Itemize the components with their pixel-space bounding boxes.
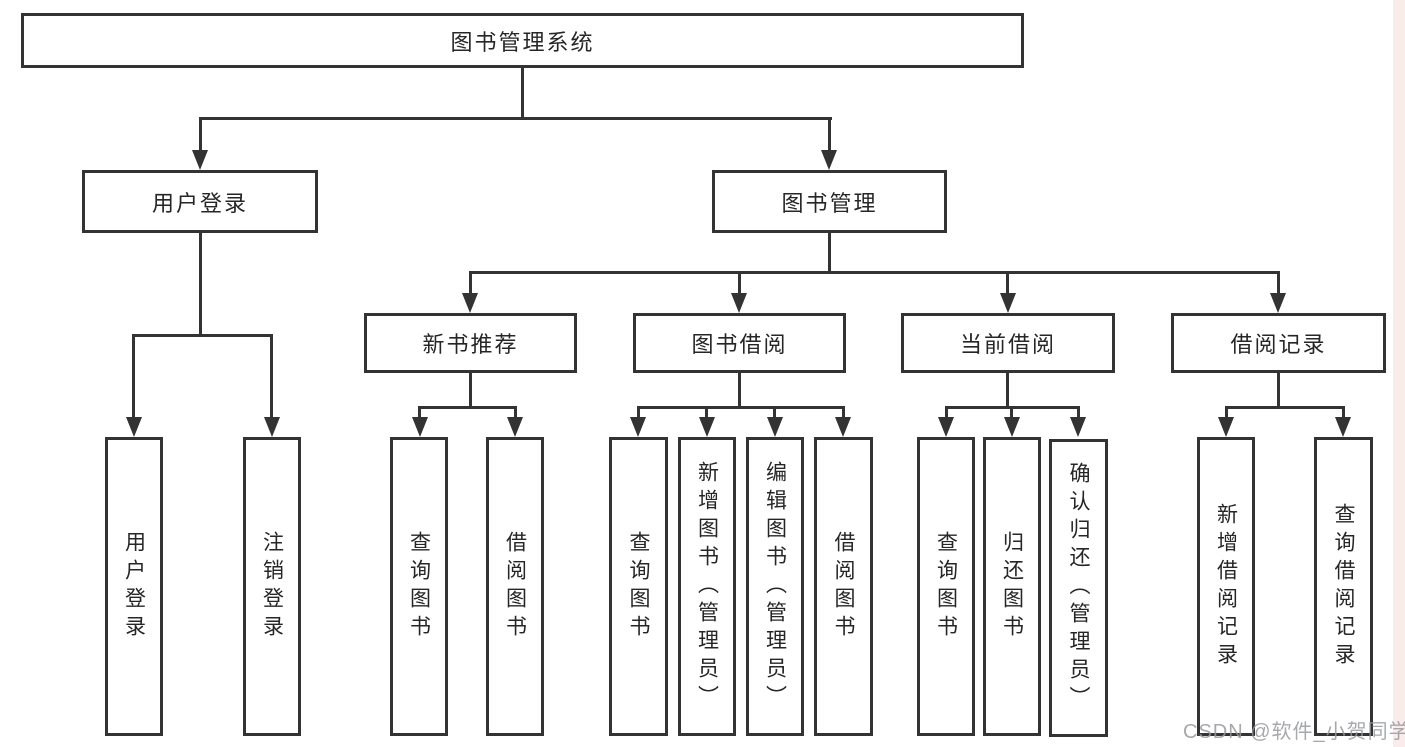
connector-line	[738, 271, 741, 293]
connector-line	[199, 117, 832, 120]
connector-line	[637, 406, 640, 417]
csdn-watermark: CSDN @软件_小贺同学	[1183, 721, 1405, 743]
connector-line	[1277, 271, 1280, 293]
leaf-user-login: 用户登录	[105, 437, 163, 736]
connector-line	[738, 373, 741, 409]
node-label: 用户登录	[151, 190, 248, 216]
leaf-confirm-return-admin: 确认归还（管理员）	[1049, 439, 1108, 737]
arrowhead-down-icon	[1000, 293, 1016, 313]
node-new-book-recommend: 新书推荐	[364, 313, 577, 373]
node-current-borrowing: 当前借阅	[901, 313, 1115, 373]
connector-line	[1225, 406, 1344, 409]
connector-line	[514, 406, 517, 417]
node-book-borrowing: 图书借阅	[633, 313, 846, 373]
connector-line	[521, 68, 524, 120]
node-label: 借阅图书	[503, 530, 527, 643]
arrowhead-down-icon	[731, 293, 747, 313]
arrowhead-down-icon	[126, 417, 142, 437]
connector-line	[199, 233, 202, 337]
arrowhead-down-icon	[264, 417, 280, 437]
connector-line	[637, 406, 844, 409]
arrowhead-down-icon	[1070, 417, 1086, 437]
node-label: 用户登录	[122, 530, 146, 643]
arrowhead-down-icon	[821, 150, 837, 170]
right-edge-tint	[1393, 0, 1405, 747]
connector-line	[842, 406, 845, 417]
arrowhead-down-icon	[1270, 293, 1286, 313]
node-label: 查询图书	[934, 530, 958, 643]
arrowhead-down-icon	[1004, 417, 1020, 437]
arrowhead-down-icon	[699, 417, 715, 437]
leaf-return-book: 归还图书	[983, 437, 1041, 736]
node-label: 归还图书	[1000, 530, 1024, 643]
node-label: 当前借阅	[959, 332, 1056, 357]
connector-line	[1277, 373, 1280, 409]
node-borrow-records: 借阅记录	[1171, 313, 1386, 373]
arrowhead-down-icon	[1335, 417, 1351, 437]
connector-line	[705, 406, 708, 417]
node-label: 确认归还（管理员）	[1067, 462, 1090, 714]
node-label: 新增借阅记录	[1214, 502, 1238, 671]
node-label: 借阅记录	[1230, 332, 1327, 357]
leaf-add-book-admin: 新增图书（管理员）	[678, 437, 736, 736]
node-label: 新增图书（管理员）	[695, 460, 719, 713]
node-label: 查询图书	[407, 530, 431, 643]
leaf-edit-book-admin: 编辑图书（管理员）	[746, 437, 804, 736]
node-book-management: 图书管理	[712, 170, 947, 233]
node-library-management-system: 图书管理系统	[21, 13, 1024, 68]
arrowhead-down-icon	[630, 417, 646, 437]
node-label: 图书管理系统	[450, 29, 595, 55]
connector-line	[132, 334, 135, 417]
connector-line	[1010, 406, 1013, 417]
connector-line	[199, 117, 202, 150]
node-label: 图书借阅	[691, 332, 788, 357]
leaf-query-books-recommend: 查询图书	[390, 437, 448, 736]
node-user-login-group: 用户登录	[82, 170, 318, 233]
leaf-query-books-current: 查询图书	[917, 437, 975, 736]
node-label: 查询图书	[627, 530, 650, 643]
arrowhead-down-icon	[1218, 417, 1234, 437]
connector-line	[1077, 406, 1080, 417]
connector-line	[1342, 406, 1345, 417]
node-label: 查询借阅记录	[1332, 502, 1355, 671]
connector-line	[1225, 406, 1228, 417]
leaf-add-borrow-record: 新增借阅记录	[1197, 437, 1255, 736]
arrowhead-down-icon	[835, 417, 851, 437]
connector-line	[828, 233, 831, 274]
arrowhead-down-icon	[938, 417, 954, 437]
arrowhead-down-icon	[507, 417, 523, 437]
connector-line	[773, 406, 776, 417]
leaf-borrow-books-recommend: 借阅图书	[486, 437, 544, 736]
node-label: 注销登录	[260, 530, 284, 643]
leaf-query-books-borrow: 查询图书	[609, 437, 668, 736]
connector-line	[1006, 271, 1009, 293]
node-label: 编辑图书（管理员）	[763, 460, 787, 713]
leaf-borrow-books: 借阅图书	[814, 437, 873, 736]
node-label: 图书管理	[781, 190, 878, 216]
arrowhead-down-icon	[767, 417, 783, 437]
arrowhead-down-icon	[192, 150, 208, 170]
connector-line	[270, 334, 273, 417]
arrowhead-down-icon	[412, 417, 428, 437]
connector-line	[469, 373, 472, 409]
arrowhead-down-icon	[462, 293, 478, 313]
node-label: 借阅图书	[832, 530, 855, 643]
connector-line	[469, 271, 472, 293]
connector-line	[418, 406, 517, 409]
connector-line	[945, 406, 948, 417]
node-label: 新书推荐	[422, 332, 519, 357]
connector-line	[828, 117, 831, 150]
connector-line	[469, 271, 1280, 274]
connector-line	[132, 334, 273, 337]
leaf-logout: 注销登录	[243, 437, 301, 736]
connector-line	[418, 406, 421, 417]
connector-line	[1006, 373, 1009, 409]
leaf-query-borrow-record: 查询借阅记录	[1314, 437, 1373, 736]
